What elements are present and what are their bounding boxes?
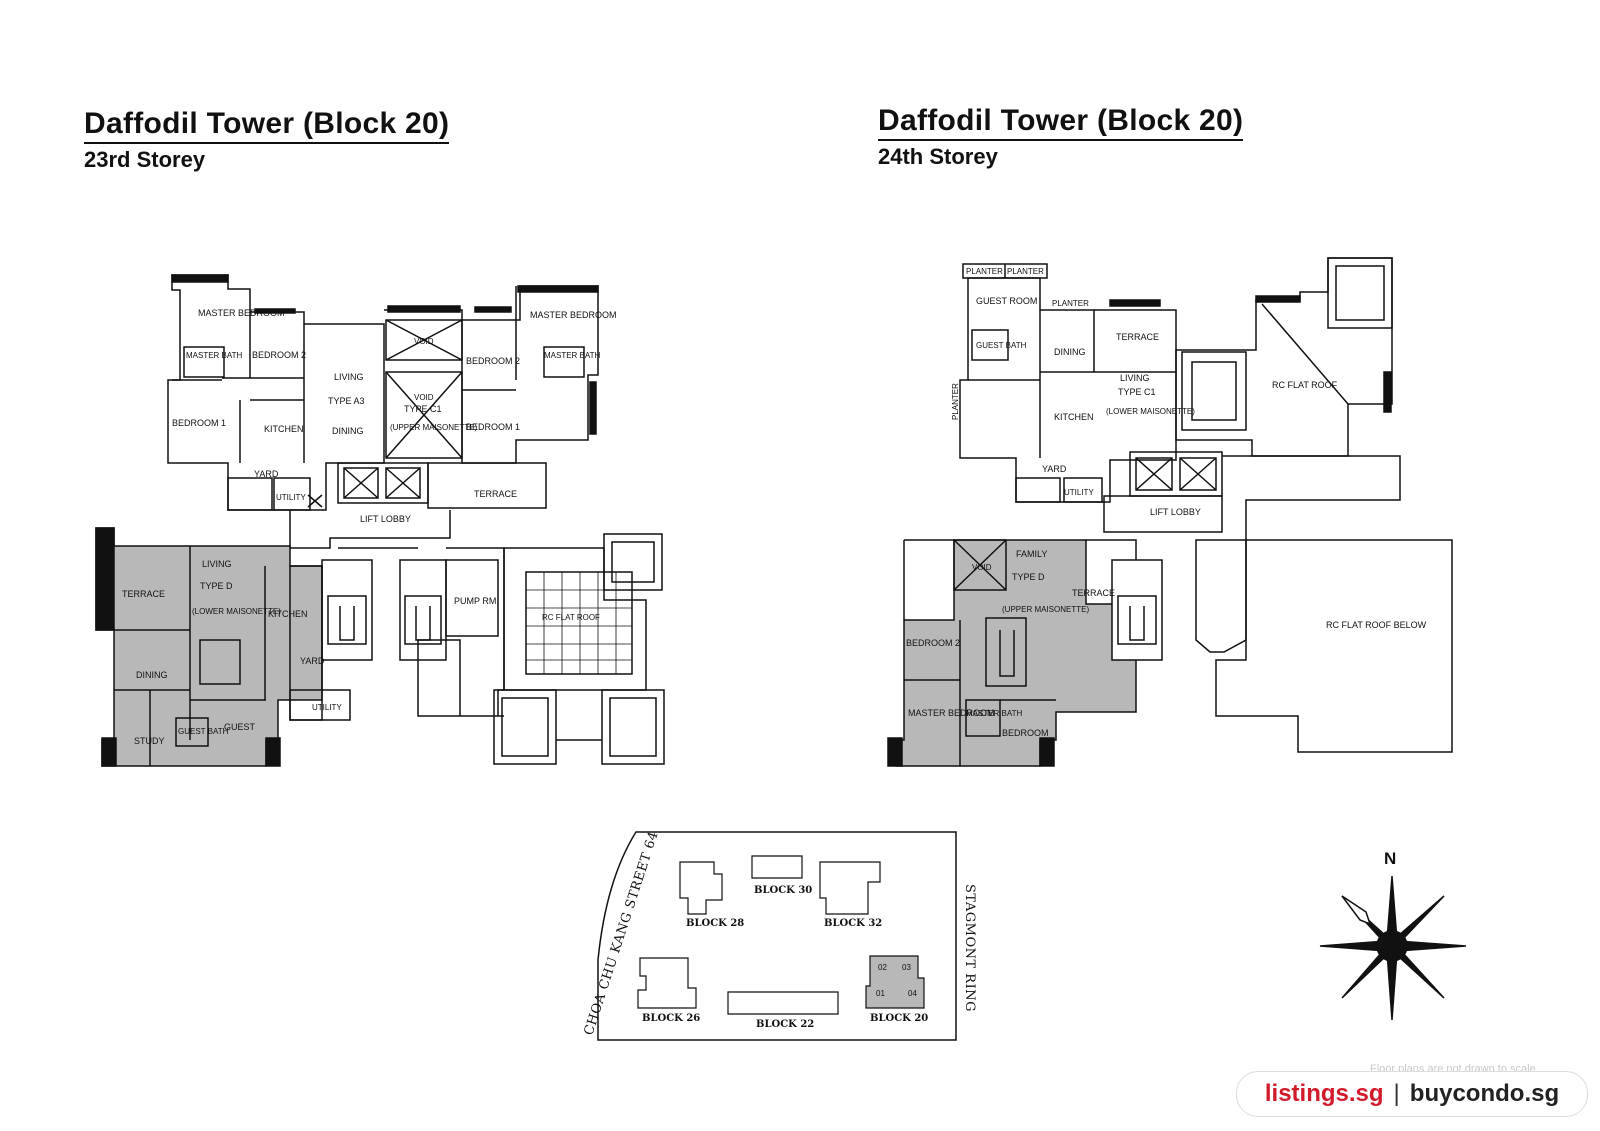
compass-north-label: N — [1384, 849, 1396, 868]
room-label: BEDROOM 1 — [466, 422, 520, 432]
room-label: GUEST BATH — [976, 341, 1027, 350]
room-label: LIVING — [1120, 373, 1150, 383]
left-plan-subtitle: 23rd Storey — [84, 147, 206, 172]
room-label: VOID — [972, 563, 992, 572]
block-30 — [751, 855, 803, 879]
room-label: PUMP RM. — [454, 596, 499, 606]
block-32 — [819, 861, 881, 915]
block-22 — [727, 991, 839, 1015]
room-label: MASTER BATH — [966, 709, 1023, 718]
room-label: (LOWER MAISONETTE) — [1106, 407, 1195, 416]
room-label: BEDROOM — [1002, 728, 1049, 738]
site-plan — [597, 831, 957, 1041]
room-label: TERRACE — [122, 589, 165, 599]
room-label: VOID — [414, 337, 434, 346]
room-label: (UPPER MAISONETTE) — [1002, 605, 1089, 614]
room-label: RC FLAT ROOF BELOW — [1326, 620, 1427, 630]
room-label: MASTER BATH — [544, 351, 601, 360]
left-floor-plan — [95, 274, 665, 767]
room-label: PLANTER — [1052, 299, 1089, 308]
room-label: GUEST — [224, 722, 256, 732]
street-label-east: STAGMONT RING — [962, 884, 977, 1012]
room-label: BEDROOM 2 — [466, 356, 520, 366]
room-label: YARD — [300, 656, 325, 666]
room-label: LIFT LOBBY — [360, 514, 411, 524]
room-label: GUEST BATH — [178, 727, 229, 736]
room-label: (UPPER MAISONETTE) — [390, 423, 477, 432]
room-label: BEDROOM 2 — [906, 638, 960, 648]
room-label: RC FLAT ROOF — [1272, 380, 1338, 390]
block-label: BLOCK 22 — [756, 1019, 814, 1030]
room-label: KITCHEN — [264, 424, 304, 434]
room-label: VOID — [414, 393, 434, 402]
room-label: TYPE D — [1012, 572, 1045, 582]
right-plan-title: Daffodil Tower (Block 20) — [878, 104, 1244, 141]
room-label: PLANTER — [951, 383, 960, 420]
watermark-listings-link[interactable]: listings.sg — [1264, 1080, 1384, 1107]
block-20 — [865, 955, 925, 1009]
room-label: RC FLAT ROOF — [542, 613, 600, 622]
left-plan-labels: MASTER BEDROOM MASTER BATH BEDROOM 2 BED… — [122, 308, 617, 746]
room-label: KITCHEN — [268, 609, 308, 619]
room-label: MASTER BEDROOM — [908, 708, 995, 718]
room-label: MASTER BEDROOM — [198, 308, 285, 318]
watermark-buycondo-link[interactable]: buycondo.sg — [1409, 1080, 1560, 1107]
room-label: DINING — [136, 670, 168, 680]
room-label: FAMILY — [1016, 549, 1047, 559]
room-label: BEDROOM 2 — [252, 350, 306, 360]
room-label: STUDY — [134, 736, 165, 746]
room-label: YARD — [254, 469, 279, 479]
room-label: MASTER BEDROOM — [530, 310, 617, 320]
room-label: TYPE A3 — [328, 396, 365, 406]
room-label: GUEST ROOM — [976, 296, 1037, 306]
unit-number: 03 — [902, 963, 911, 972]
compass-rose — [1319, 875, 1467, 1021]
room-label: DINING — [1054, 347, 1086, 357]
room-label: BEDROOM 1 — [172, 418, 226, 428]
room-label: TERRACE — [474, 489, 517, 499]
right-floor-plan — [887, 257, 1453, 767]
room-label: PLANTER — [966, 267, 1003, 276]
left-plan-title: Daffodil Tower (Block 20) — [84, 107, 450, 144]
room-label: LIVING — [202, 559, 232, 569]
right-plan-labels: PLANTER PLANTER PLANTER PLANTER GUEST RO… — [906, 267, 1427, 738]
room-label: LIFT LOBBY — [1150, 507, 1201, 517]
room-label: UTILITY — [1064, 488, 1094, 497]
block-label: BLOCK 30 — [754, 885, 812, 896]
room-label: TYPE C1 — [1118, 387, 1156, 397]
room-label: PLANTER — [1007, 267, 1044, 276]
room-label: (LOWER MAISONETTE) — [192, 607, 281, 616]
unit-number: 01 — [876, 989, 885, 998]
room-label: UTILITY — [276, 493, 306, 502]
room-label: TYPE C1 — [404, 404, 442, 414]
room-label: TERRACE — [1116, 332, 1159, 342]
block-26 — [637, 957, 697, 1009]
room-label: UTILITY — [312, 703, 342, 712]
room-label: TYPE D — [200, 581, 233, 591]
right-plan-subtitle: 24th Storey — [878, 144, 998, 169]
block-label: BLOCK 28 — [686, 918, 744, 929]
block-label: BLOCK 26 — [642, 1013, 700, 1024]
block-label: BLOCK 32 — [824, 918, 882, 929]
room-label: LIVING — [334, 372, 364, 382]
block-label: BLOCK 20 — [870, 1013, 928, 1024]
room-label: DINING — [332, 426, 364, 436]
room-label: MASTER BATH — [186, 351, 243, 360]
unit-number: 04 — [908, 989, 917, 998]
watermark-separator: | — [1393, 1080, 1400, 1107]
room-label: YARD — [1042, 464, 1067, 474]
watermark-banner[interactable]: listings.sg | buycondo.sg — [1236, 1071, 1588, 1117]
room-label: TERRACE — [1072, 588, 1115, 598]
room-label: KITCHEN — [1054, 412, 1094, 422]
unit-number: 02 — [878, 963, 887, 972]
block-28 — [679, 861, 723, 915]
